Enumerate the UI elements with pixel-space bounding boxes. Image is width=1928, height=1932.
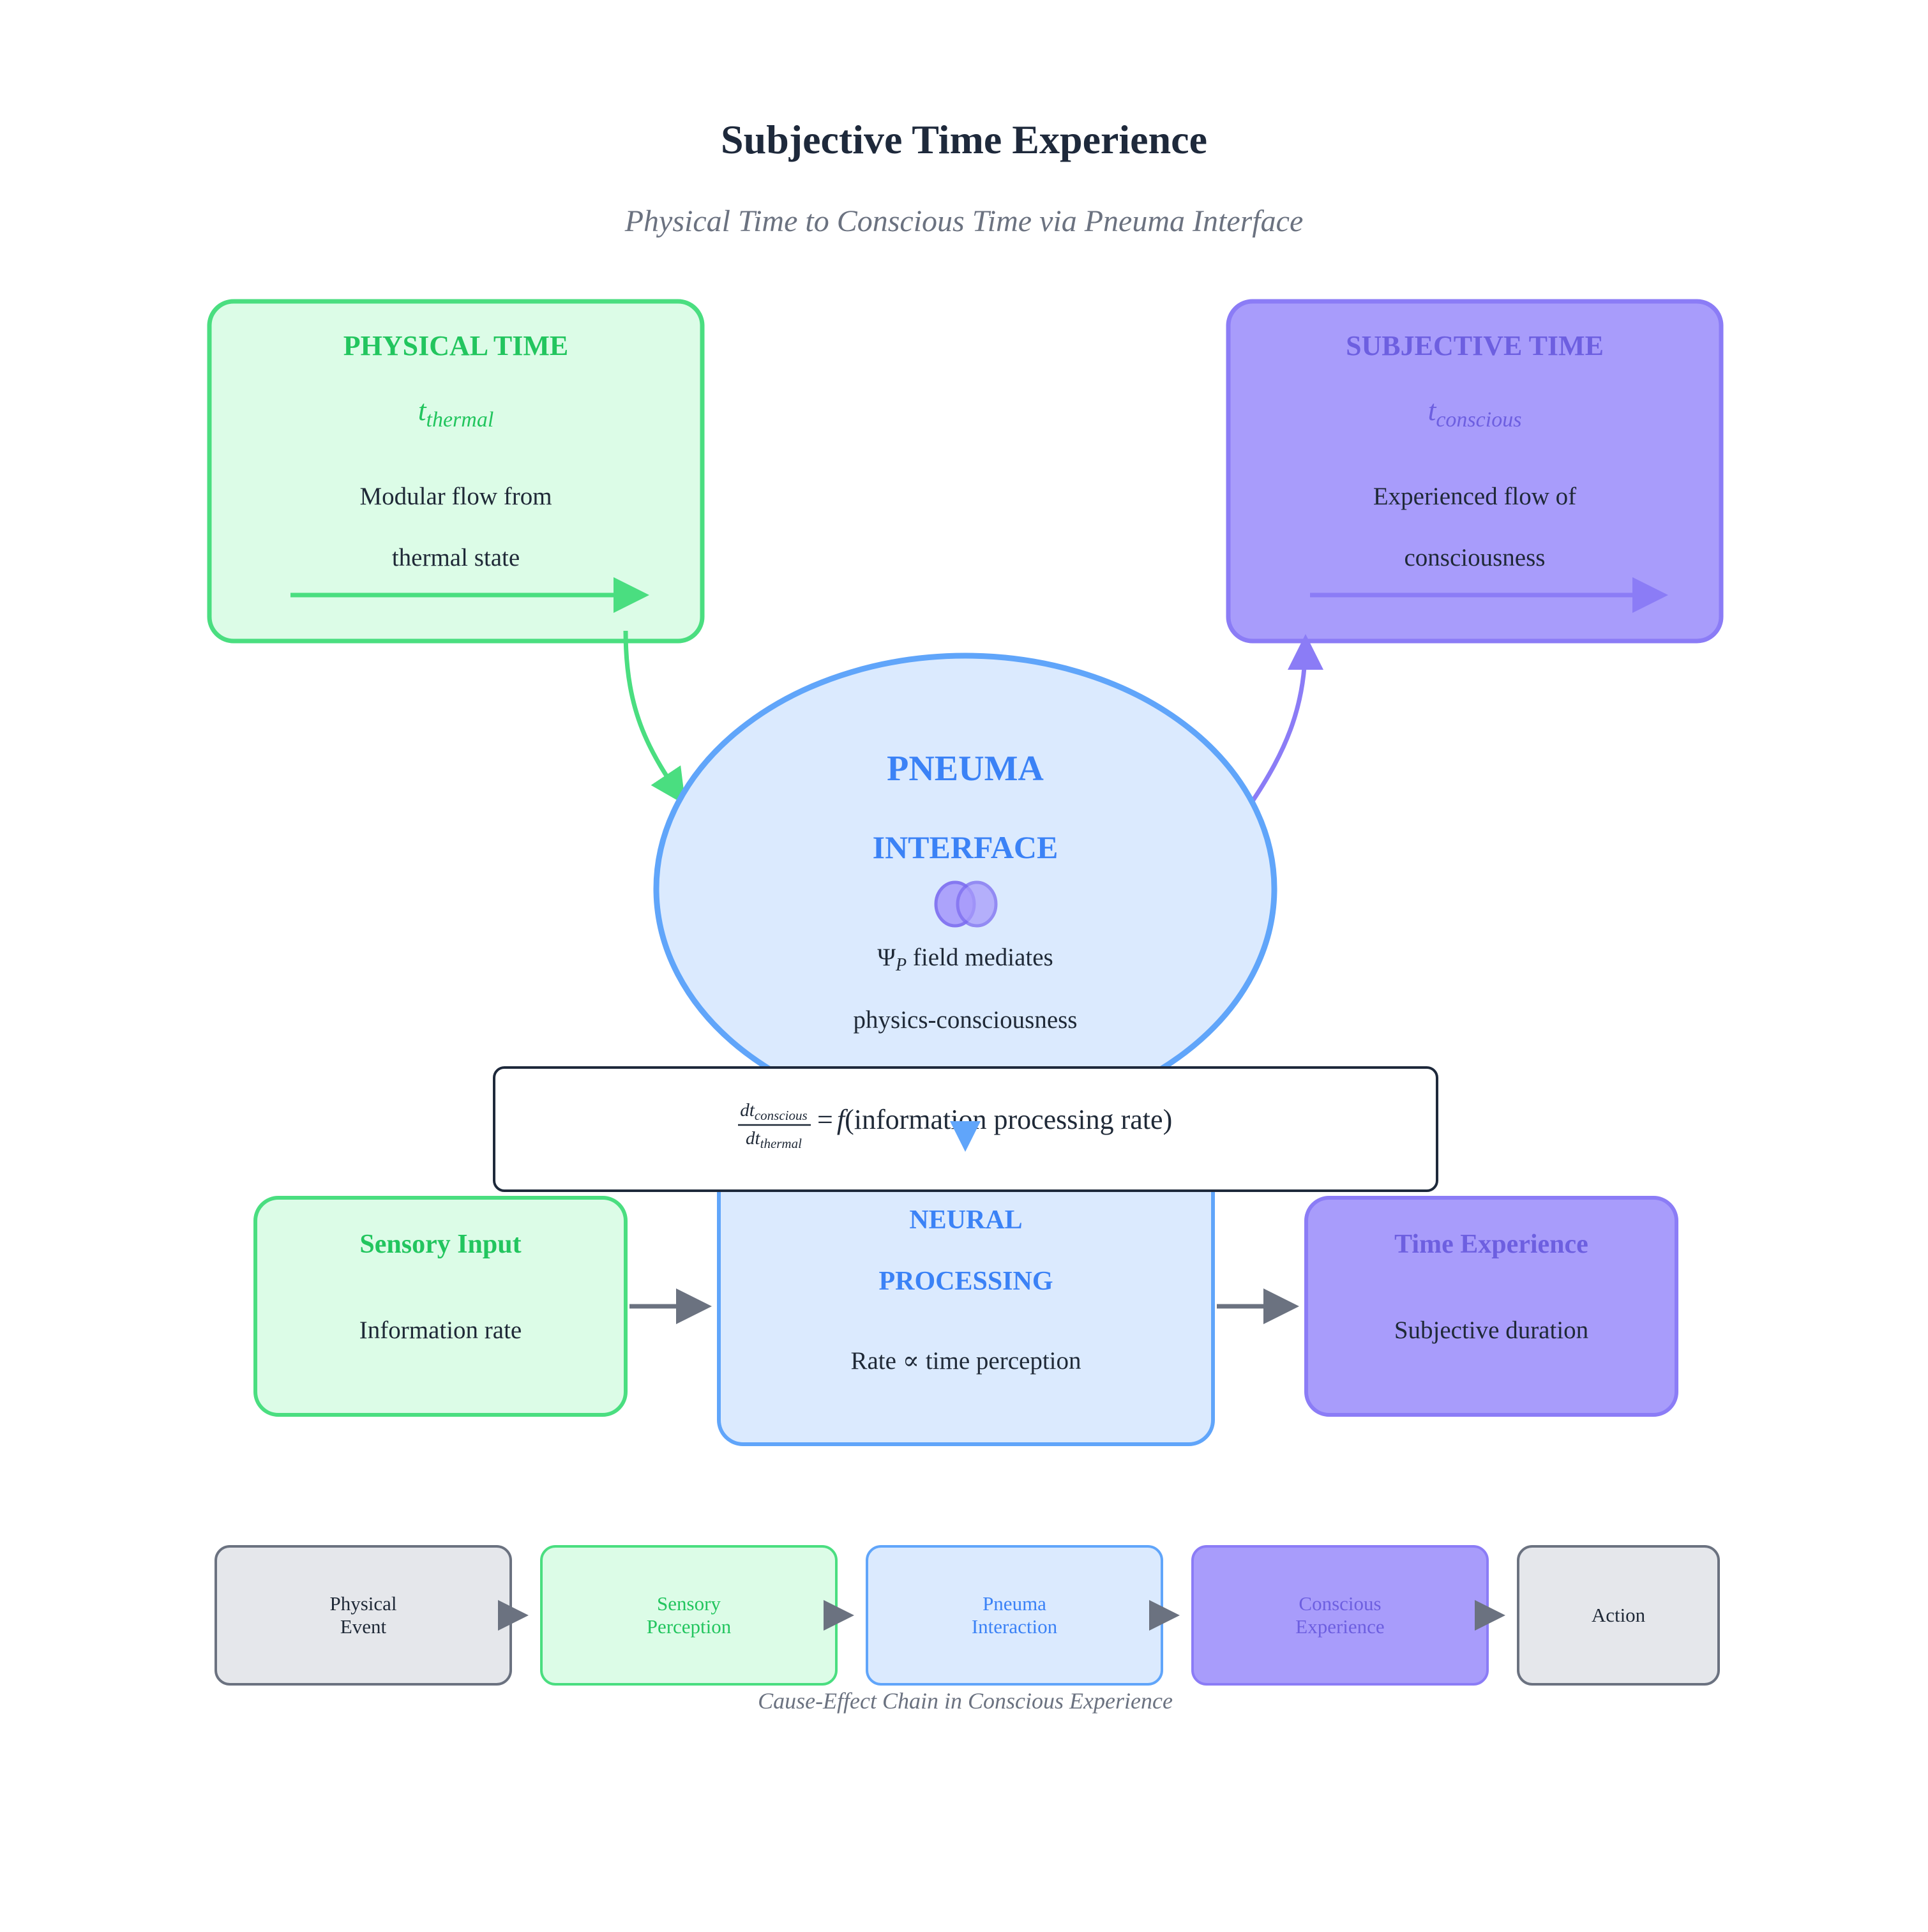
chain-item-pneuma-interaction: Pneuma Interaction: [866, 1545, 1163, 1686]
neural-processing-heading-line1: NEURAL: [909, 1205, 1022, 1235]
time-experience-box: Time Experience Subjective duration: [1304, 1196, 1678, 1417]
subjective-time-symbol: tconscious: [1428, 394, 1522, 432]
time-experience-desc: Subjective duration: [1394, 1317, 1588, 1344]
physical-time-desc-line2: thermal state: [392, 544, 520, 571]
pneuma-to-subjective-arrow: [1246, 634, 1323, 809]
pneuma-heading-line2: INTERFACE: [873, 829, 1058, 865]
subjective-time-desc-line2: consciousness: [1405, 544, 1546, 571]
chain-item-label-line2: Interaction: [972, 1615, 1058, 1638]
subjective-time-box: SUBJECTIVE TIME tconscious Experienced f…: [1226, 299, 1724, 644]
chain-item-conscious-experience: Conscious Experience: [1191, 1545, 1489, 1686]
chain-caption: Cause-Effect Chain in Conscious Experien…: [758, 1688, 1173, 1714]
chain-item-label-line1: Pneuma: [983, 1592, 1046, 1615]
diagram-subtitle: Physical Time to Conscious Time via Pneu…: [624, 204, 1304, 238]
chain-item-label-line1: Action: [1592, 1604, 1646, 1626]
chain-item-action: Action: [1517, 1545, 1720, 1686]
sensory-input-box: Sensory Input Information rate: [253, 1196, 628, 1417]
pneuma-desc-line2: physics-consciousness: [854, 1006, 1078, 1034]
neural-processing-desc: Rate ∝ time perception: [850, 1347, 1081, 1375]
physical-time-heading: PHYSICAL TIME: [343, 330, 569, 361]
time-experience-heading: Time Experience: [1394, 1230, 1588, 1259]
diagram-title: Subjective Time Experience: [721, 117, 1207, 162]
subjective-time-heading: SUBJECTIVE TIME: [1346, 330, 1604, 361]
formula-denominator: dtthermal: [746, 1128, 802, 1151]
physical-time-desc-line1: Modular flow from: [359, 483, 552, 510]
chain-item-label-line2: Perception: [647, 1615, 732, 1638]
pneuma-overlap-icon: [934, 880, 998, 928]
pneuma-heading-line1: PNEUMA: [887, 749, 1044, 789]
physical-time-box: PHYSICAL TIME tthermal Modular flow from…: [207, 299, 705, 644]
formula-expression: =f(information processing rate): [817, 1104, 1172, 1135]
chain-item-label-line2: Experience: [1295, 1615, 1384, 1638]
formula-box: dtconscious dtthermal =f(information pro…: [493, 1066, 1438, 1192]
sensory-input-heading: Sensory Input: [359, 1230, 521, 1259]
chain-item-label-line1: Physical: [329, 1592, 396, 1615]
neural-processing-box: NEURAL PROCESSING Rate ∝ time perception: [717, 1158, 1215, 1446]
cause-effect-chain: Physical Event Sensory Perception Pneuma…: [215, 1545, 1720, 1714]
sensory-input-desc: Information rate: [359, 1317, 522, 1344]
chain-item-label-line1: Conscious: [1299, 1592, 1381, 1615]
chain-item-label-line1: Sensory: [657, 1592, 721, 1615]
physical-time-symbol: tthermal: [418, 394, 494, 432]
physical-to-pneuma-arrow: [623, 630, 686, 805]
chain-item-sensory-perception: Sensory Perception: [540, 1545, 838, 1686]
subjective-time-desc-line1: Experienced flow of: [1373, 483, 1576, 510]
chain-item-label-line2: Event: [340, 1615, 387, 1638]
neural-processing-heading-line2: PROCESSING: [878, 1267, 1053, 1296]
pneuma-desc-line1: ΨP field mediates: [877, 944, 1053, 975]
formula-fraction: dtconscious dtthermal: [738, 1100, 811, 1151]
pneuma-interface-node: PNEUMA INTERFACE ΨP field mediates physi…: [653, 653, 1277, 1125]
chain-item-physical-event: Physical Event: [215, 1545, 512, 1686]
formula-numerator: dtconscious: [740, 1100, 807, 1123]
